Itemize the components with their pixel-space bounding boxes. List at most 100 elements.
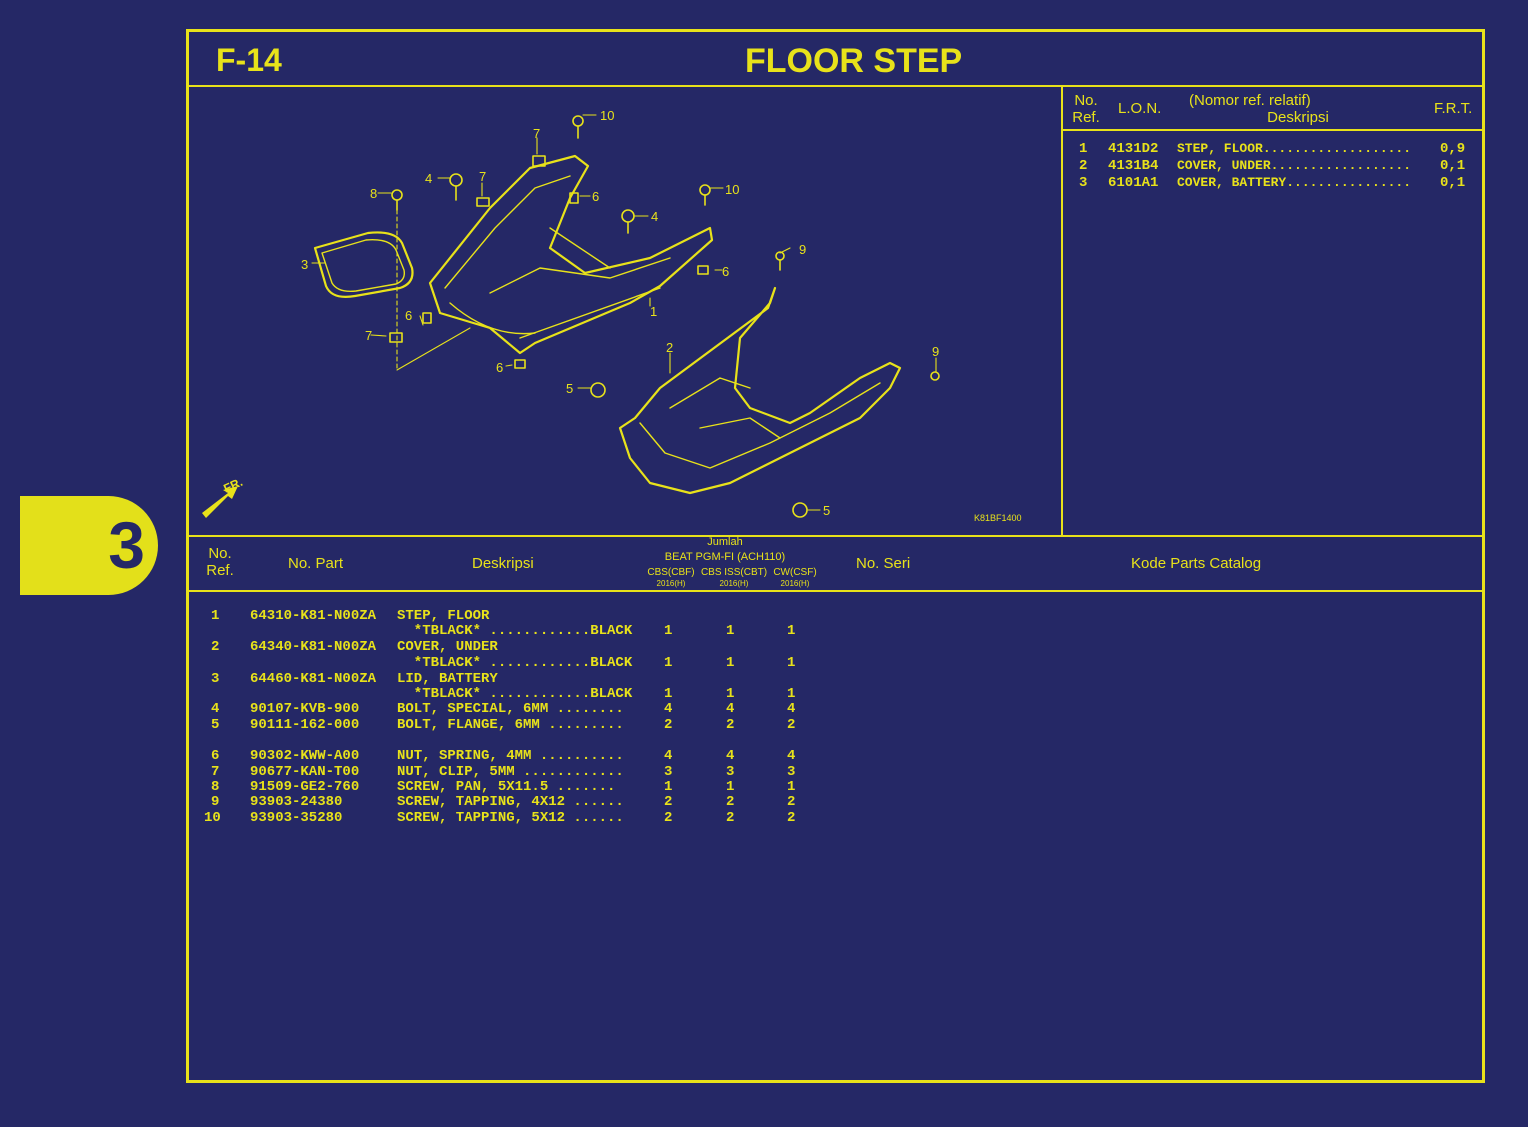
row-qty-1: 4 — [664, 701, 673, 717]
row-desc: BOLT, SPECIAL, 6MM ........ — [397, 701, 624, 717]
diagram-callout: 6 — [592, 189, 599, 204]
header-no-ref: No. Ref. — [206, 545, 234, 579]
row-ref: 4 — [211, 701, 220, 717]
relative-row-frt: 0,1 — [1440, 175, 1466, 191]
row-qty-1: 2 — [664, 810, 673, 826]
row-desc-color: *TBLACK* ............BLACK — [397, 623, 633, 639]
row-qty-3: 1 — [787, 686, 796, 702]
header-variant-1: CBS(CBF) 2016(H) — [647, 567, 695, 588]
relative-header-desc: (Nomor ref. relatif) Deskripsi — [1189, 92, 1329, 126]
diagram-callout: 6 — [722, 264, 729, 279]
catalog-frame — [186, 29, 1485, 1083]
header-model: BEAT PGM-FI (ACH110) — [664, 551, 786, 563]
row-qty-2: 1 — [726, 779, 735, 795]
row-desc-color: *TBLACK* ............BLACK — [397, 655, 633, 671]
row-part-number: 90107-KVB-900 — [250, 701, 360, 717]
relative-header-lon: L.O.N. — [1118, 100, 1162, 117]
header-no-part: No. Part — [288, 555, 344, 572]
row-qty-2: 1 — [726, 655, 735, 671]
row-ref: 5 — [211, 717, 220, 733]
diagram-callout: 4 — [425, 171, 432, 186]
row-desc: SCREW, PAN, 5X11.5 ....... — [397, 779, 616, 795]
figure-code: F-14 — [216, 42, 282, 78]
title-divider — [189, 85, 1482, 87]
row-qty-1: 1 — [664, 655, 673, 671]
relative-row-lon: 6101A1 — [1108, 175, 1159, 191]
row-qty-1: 1 — [664, 623, 673, 639]
row-qty-3: 1 — [787, 655, 796, 671]
relative-row-desc: COVER, UNDER.................. — [1177, 158, 1412, 173]
relative-header-frt: F.R.T. — [1434, 100, 1473, 117]
row-part-number: 64310-K81-N00ZA — [250, 608, 377, 624]
row-qty-2: 4 — [726, 748, 735, 764]
row-ref: 8 — [211, 779, 220, 795]
row-qty-1: 4 — [664, 748, 673, 764]
relative-row-frt: 0,1 — [1440, 158, 1466, 174]
row-desc: COVER, UNDER — [397, 639, 498, 655]
front-arrow-icon — [202, 486, 238, 518]
row-qty-3: 1 — [787, 623, 796, 639]
row-part-number: 91509-GE2-760 — [250, 779, 360, 795]
row-qty-1: 3 — [664, 764, 673, 780]
diagram-callout: 7 — [479, 169, 486, 184]
row-part-number: 93903-24380 — [250, 794, 343, 810]
header-no-seri: No. Seri — [856, 555, 911, 572]
floor-step-part — [428, 154, 714, 355]
header-desc: Deskripsi — [472, 555, 534, 572]
relative-row-ref: 1 — [1079, 141, 1088, 157]
relative-header-divider — [1063, 129, 1482, 131]
row-qty-3: 4 — [787, 701, 796, 717]
row-qty-1: 1 — [664, 779, 673, 795]
row-qty-1: 2 — [664, 794, 673, 810]
row-qty-3: 2 — [787, 717, 796, 733]
relative-row-lon: 4131D2 — [1108, 141, 1159, 157]
row-ref: 10 — [204, 810, 221, 826]
diagram-callout: 10 — [725, 182, 739, 197]
header-kode: Kode Parts Catalog — [1131, 555, 1262, 572]
row-part-number: 90111-162-000 — [250, 717, 360, 733]
diagram-callout: 8 — [370, 186, 377, 201]
relative-row-frt: 0,9 — [1440, 141, 1466, 157]
row-desc: NUT, CLIP, 5MM ............ — [397, 764, 624, 780]
diagram-callout: 6 — [405, 308, 412, 323]
relative-header-no-ref: No. Ref. — [1072, 92, 1100, 126]
row-desc: STEP, FLOOR — [397, 608, 490, 624]
exploded-diagram: 10 7 4 7 8 6 10 4 3 9 6 1 6 7 2 6 9 5 5 … — [202, 108, 1022, 523]
row-ref: 3 — [211, 671, 220, 687]
row-desc: SCREW, TAPPING, 4X12 ...... — [397, 794, 624, 810]
header-variant-2: CBS ISS(CBT) 2016(H) — [700, 567, 768, 588]
diagram-callout: 7 — [365, 328, 372, 343]
table-top-divider — [189, 535, 1482, 537]
row-desc: SCREW, TAPPING, 5X12 ...... — [397, 810, 624, 826]
row-qty-2: 2 — [726, 794, 735, 810]
row-qty-3: 4 — [787, 748, 796, 764]
relative-row-ref: 3 — [1079, 175, 1088, 191]
row-desc: LID, BATTERY — [397, 671, 498, 687]
section-tab-number: 3 — [108, 508, 145, 582]
row-desc: BOLT, FLANGE, 6MM ......... — [397, 717, 624, 733]
row-qty-1: 1 — [664, 686, 673, 702]
under-cover-part — [618, 286, 902, 495]
row-qty-2: 1 — [726, 623, 735, 639]
row-part-number: 93903-35280 — [250, 810, 343, 826]
row-qty-2: 2 — [726, 717, 735, 733]
diagram-callout: 5 — [566, 381, 573, 396]
diagram-divider — [1061, 87, 1063, 535]
relative-row-ref: 2 — [1079, 158, 1088, 174]
row-qty-1: 2 — [664, 717, 673, 733]
diagram-callout: 3 — [301, 257, 308, 272]
section-tab[interactable]: 3 — [20, 496, 158, 595]
row-qty-3: 3 — [787, 764, 796, 780]
row-desc: NUT, SPRING, 4MM .......... — [397, 748, 624, 764]
table-header-divider — [189, 590, 1482, 592]
diagram-callout: 2 — [666, 340, 673, 355]
relative-row-desc: COVER, BATTERY................ — [1177, 175, 1412, 190]
front-label: FR. — [221, 475, 244, 496]
row-qty-2: 4 — [726, 701, 735, 717]
row-part-number: 90677-KAN-T00 — [250, 764, 360, 780]
row-part-number: 64340-K81-N00ZA — [250, 639, 377, 655]
row-ref: 7 — [211, 764, 220, 780]
relative-row-lon: 4131B4 — [1108, 158, 1159, 174]
row-desc-color: *TBLACK* ............BLACK — [397, 686, 633, 702]
row-part-number: 90302-KWW-A00 — [250, 748, 360, 764]
